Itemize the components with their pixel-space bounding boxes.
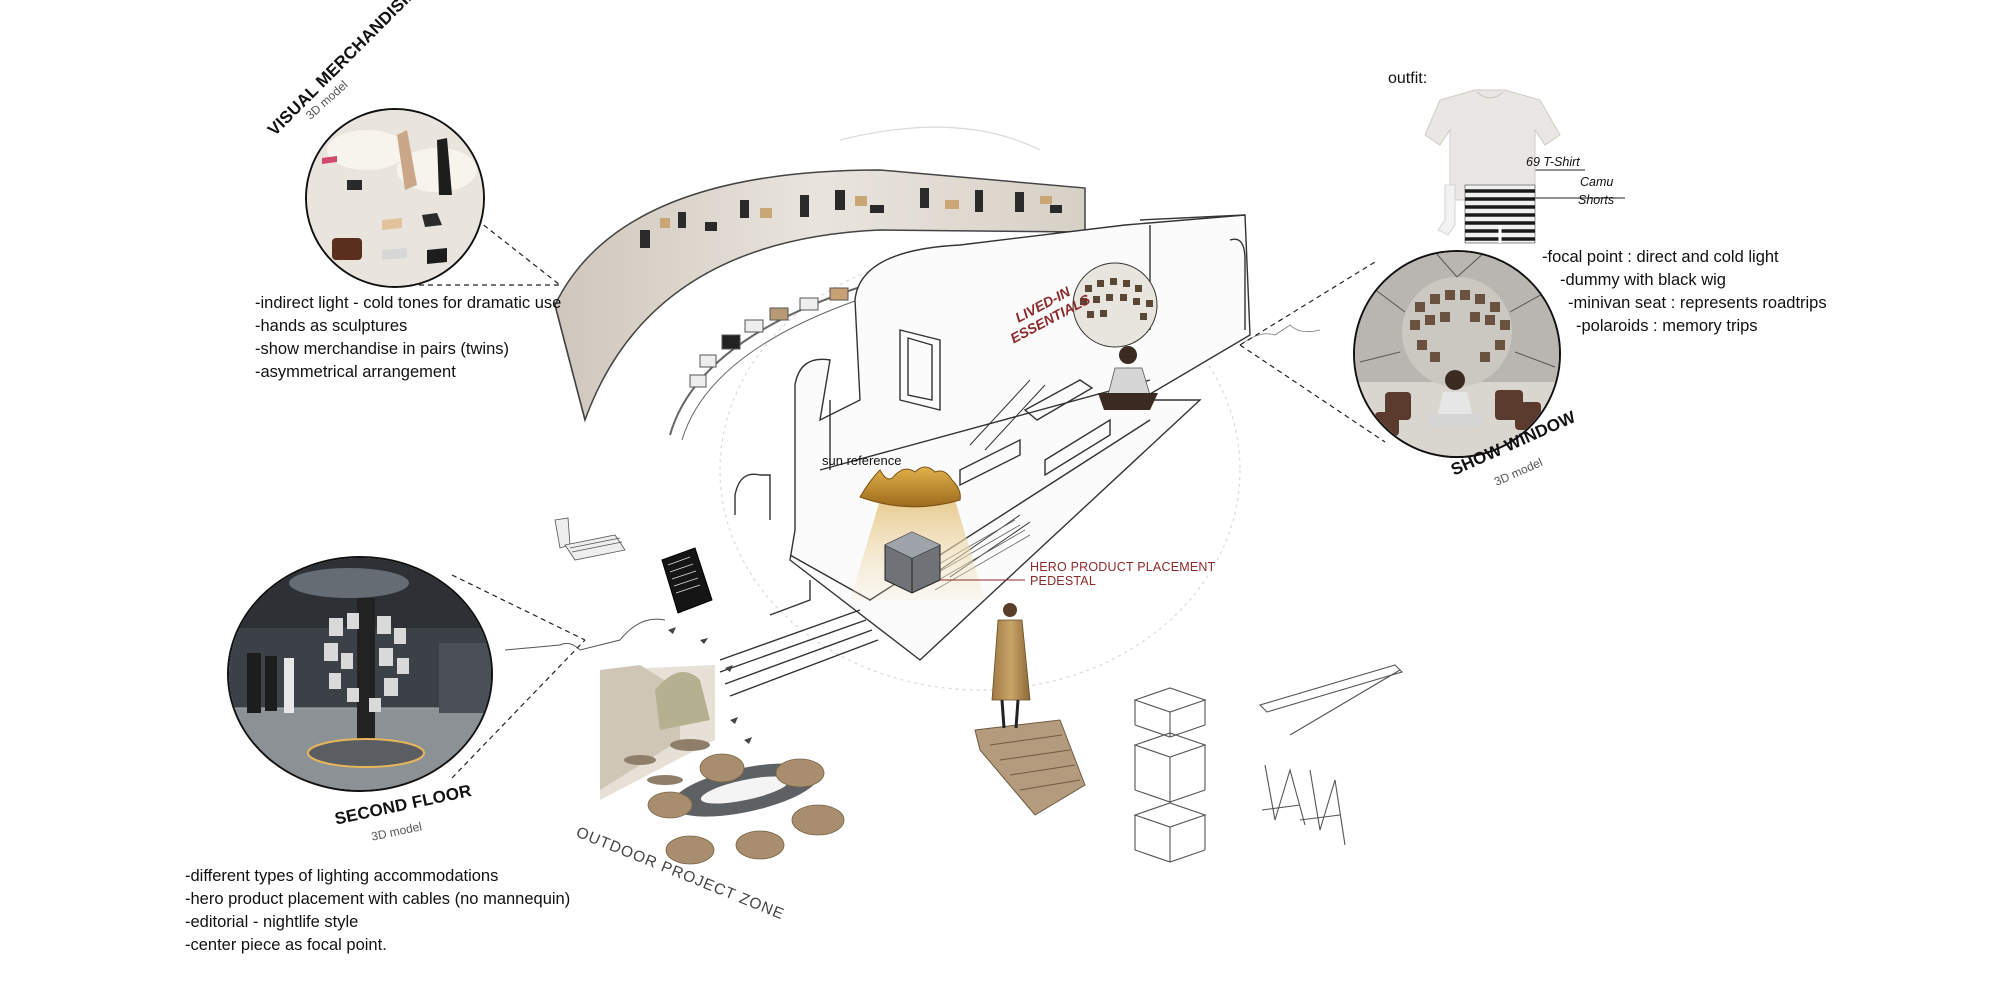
note-line: -different types of lighting accommodati… (185, 867, 499, 885)
note-line: -center piece as focal point. (185, 936, 387, 954)
hanging-sign (661, 547, 713, 614)
ground-line-left (504, 618, 666, 651)
site-outline (719, 249, 1241, 691)
outfit-label: outfit: (1388, 70, 1428, 87)
hero-pedestal-cube (884, 531, 941, 594)
note-line: -focal point : direct and cold light (1542, 248, 1779, 266)
outdoor-zone (600, 665, 845, 865)
site-arc (839, 126, 1041, 151)
polaroid-sphere (1072, 262, 1158, 410)
note-line: -editorial - nightlife style (185, 913, 359, 931)
folded-garment-icon (554, 517, 626, 561)
hero-label-line-1: HERO PRODUCT PLACEMENT (1030, 560, 1216, 574)
visual-merchandising-image (305, 108, 485, 288)
shorts-label-1: Camu (1580, 175, 1614, 189)
tshirt-label: 69 T-Shirt (1526, 155, 1580, 169)
note-line: -hero product placement with cables (no … (185, 890, 571, 908)
clothing-rail (1258, 664, 1404, 846)
show-window-notes: -focal point : direct and cold light -du… (1542, 246, 1827, 338)
store-building (719, 214, 1251, 697)
outfit-illustration (1424, 89, 1561, 244)
second-floor-image (227, 556, 493, 792)
shorts-label-2: Shorts (1578, 193, 1615, 207)
note-line: -show merchandise in pairs (twins) (255, 340, 510, 358)
note-line: -asymmetrical arrangement (255, 363, 456, 381)
note-line: -hands as sculptures (255, 317, 408, 335)
hero-label-line-2: PEDESTAL (1030, 574, 1096, 588)
hero-product-label: HERO PRODUCT PLACEMENT PEDESTAL (1030, 560, 1215, 588)
shelving-units (1133, 687, 1207, 863)
sun-reference-label: sun reference (822, 453, 902, 468)
note-line: -polaroids : memory trips (1576, 317, 1758, 335)
note-line: -minivan seat : represents roadtrips (1568, 294, 1827, 312)
note-line: -indirect light - cold tones for dramati… (255, 294, 562, 312)
standing-figure (974, 603, 1086, 816)
note-line: -dummy with black wig (1560, 271, 1726, 289)
ground-line-right (1239, 324, 1321, 346)
second-floor-notes: -different types of lighting accommodati… (185, 865, 570, 957)
show-window-image (1353, 250, 1561, 458)
visual-merchandising-notes: -indirect light - cold tones for dramati… (255, 292, 561, 384)
